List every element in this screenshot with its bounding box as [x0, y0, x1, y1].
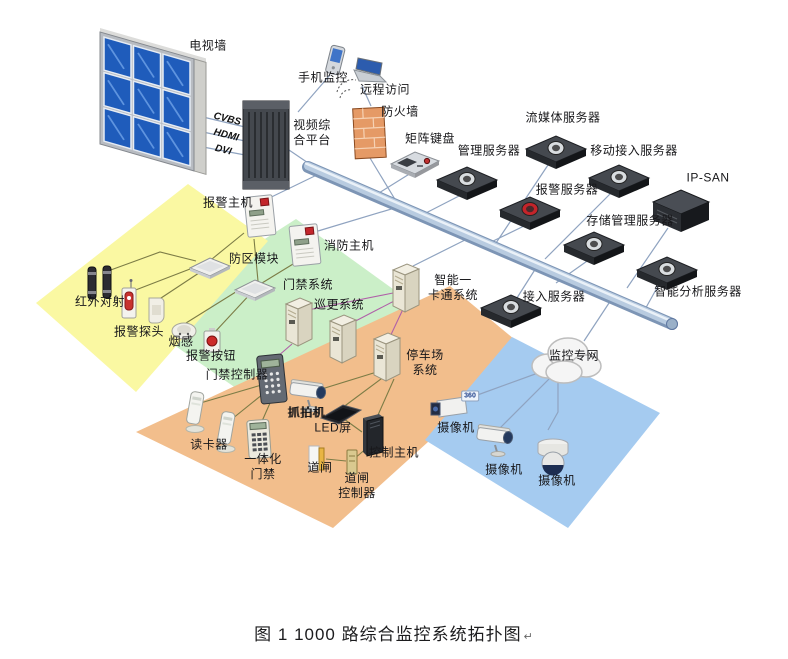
return-mark: ↵: [523, 631, 534, 643]
wifi-icon: [336, 79, 357, 99]
label-camera-dome: 摄像机: [538, 473, 576, 488]
label-control-host: 控制主机: [368, 445, 420, 460]
caption-text: 图 1 1000 路综合监控系统拓扑图: [254, 625, 522, 644]
network-pipe: [302, 161, 678, 330]
label-camera-bullet: 摄像机: [485, 462, 523, 477]
label-ipsan: IP-SAN: [686, 170, 730, 185]
label-smoke: 烟感: [168, 334, 194, 349]
access-system-icon: [285, 297, 313, 347]
label-alarm-server: 报警服务器: [535, 182, 599, 197]
label-door-controller: 门禁控制器: [205, 367, 269, 382]
label-mgmt-server: 管理服务器: [457, 143, 521, 158]
figure-caption: 图 1 1000 路综合监控系统拓扑图↵: [254, 620, 534, 645]
matrix-keyboard-icon: [390, 151, 440, 178]
label-alarm-host: 报警主机: [202, 195, 254, 210]
label-infrared: 红外对射: [74, 294, 126, 309]
label-firewall: 防火墙: [381, 104, 419, 119]
label-access-system: 门禁系统: [282, 277, 334, 292]
label-stream-server: 流媒体服务器: [525, 110, 601, 125]
card-reader-icon: [185, 390, 205, 433]
label-capture: 抓拍机: [288, 405, 326, 420]
label-integrated-door: 一体化 门禁: [244, 452, 282, 481]
label-barrier-controller: 道闸 控制器: [338, 471, 376, 500]
label-patrol-system: 巡更系统: [313, 297, 365, 312]
label-led-screen: LED屏: [314, 420, 352, 435]
parking-system-icon: [373, 332, 401, 382]
alarm-server-icon: [499, 196, 561, 231]
video-platform-icon: [242, 100, 290, 190]
label-card-reader: 读卡器: [190, 437, 228, 452]
label-fire-host: 消防主机: [323, 238, 375, 253]
pir-detector-icon: [148, 297, 165, 324]
laptop-icon: [353, 57, 387, 83]
label-parking-system: 停车场 系统: [406, 348, 444, 377]
zone-yellow: [36, 184, 268, 392]
tv-wall-icon: [99, 28, 207, 176]
management-server-icon: [436, 166, 498, 201]
fire-host-icon: [288, 223, 322, 267]
label-phone-monitor: 手机监控: [297, 70, 349, 85]
label-smartcard-system: 智能一 卡通系统: [427, 273, 479, 302]
label-alarm-button: 报警按钮: [185, 348, 237, 363]
label-storage-server: 存储管理服务器: [586, 213, 674, 228]
label-access-server: 接入服务器: [522, 289, 586, 304]
label-alarm-probe: 报警探头: [113, 324, 165, 339]
label-barrier: 道闸: [307, 460, 333, 475]
badge-360: 360: [461, 390, 479, 402]
zone-orange: [136, 286, 514, 528]
label-zone-module: 防区模块: [228, 251, 280, 266]
devices: [87, 28, 710, 476]
label-remote-access: 远程访问: [359, 82, 411, 97]
zone-blue: [425, 337, 660, 528]
label-capture-camera-text: 抓拍机: [287, 405, 325, 420]
label-mobile-server: 移动接入服务器: [590, 143, 678, 158]
smartcard-system-icon: [392, 263, 420, 313]
stream-server-icon: [525, 135, 587, 170]
label-analysis-server: 智能分析服务器: [654, 284, 742, 299]
label-tv-wall: 电视墙: [189, 38, 227, 53]
label-video-platform: 视频综 合平台: [293, 118, 331, 147]
patrol-system-icon: [329, 314, 357, 364]
label-matrix-keyboard: 矩阵键盘: [404, 131, 456, 146]
infrared-beam2-icon: [102, 265, 112, 299]
label-camera-box: 摄像机: [437, 420, 475, 435]
label-private-net: 监控专网: [548, 348, 600, 363]
storage-server-icon: [563, 231, 625, 266]
